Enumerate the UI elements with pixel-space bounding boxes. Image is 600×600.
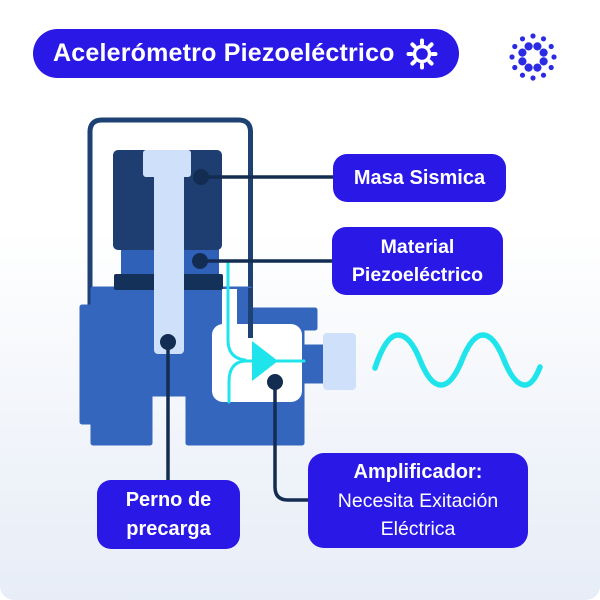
preload-bolt-shaft [154, 171, 184, 354]
label-material-piezoelectrico-text: Material Piezoeléctrico [351, 235, 484, 286]
label-amplificador: Amplificador: Necesita Exitación Eléctri… [308, 453, 528, 548]
output-connector-block [323, 333, 356, 390]
callout-dot-perno [160, 334, 176, 350]
gear-icon [406, 38, 438, 69]
piezo-wire [226, 260, 247, 362]
label-material-piezoelectrico: Material Piezoeléctrico [332, 227, 503, 295]
callout-dot-material [192, 253, 208, 269]
dots-decoration [509, 33, 557, 81]
label-amplificador-body: Necesita Exitación Eléctrica [337, 489, 499, 540]
page-title: Acelerómetro Piezoeléctrico [33, 29, 459, 78]
label-amplificador-title: Amplificador: [353, 460, 483, 483]
label-perno-de-precarga-text: Perno de precarga [125, 488, 212, 540]
signal-wave [372, 332, 543, 388]
callout-dot-masa [193, 169, 209, 185]
label-masa-sismica-text: Masa Sismica [353, 166, 486, 189]
housing-outline [87, 117, 253, 333]
ground-wire [227, 359, 255, 404]
preload-bolt-head [143, 150, 191, 177]
amplifier-triangle-icon [252, 341, 278, 381]
callout-line-amplificador [273, 382, 308, 502]
page-title-text: Acelerómetro Piezoeléctrico [53, 39, 395, 67]
label-masa-sismica: Masa Sismica [333, 154, 506, 202]
callout-dot-amplificador [267, 374, 283, 390]
label-perno-de-precarga: Perno de precarga [97, 480, 240, 549]
